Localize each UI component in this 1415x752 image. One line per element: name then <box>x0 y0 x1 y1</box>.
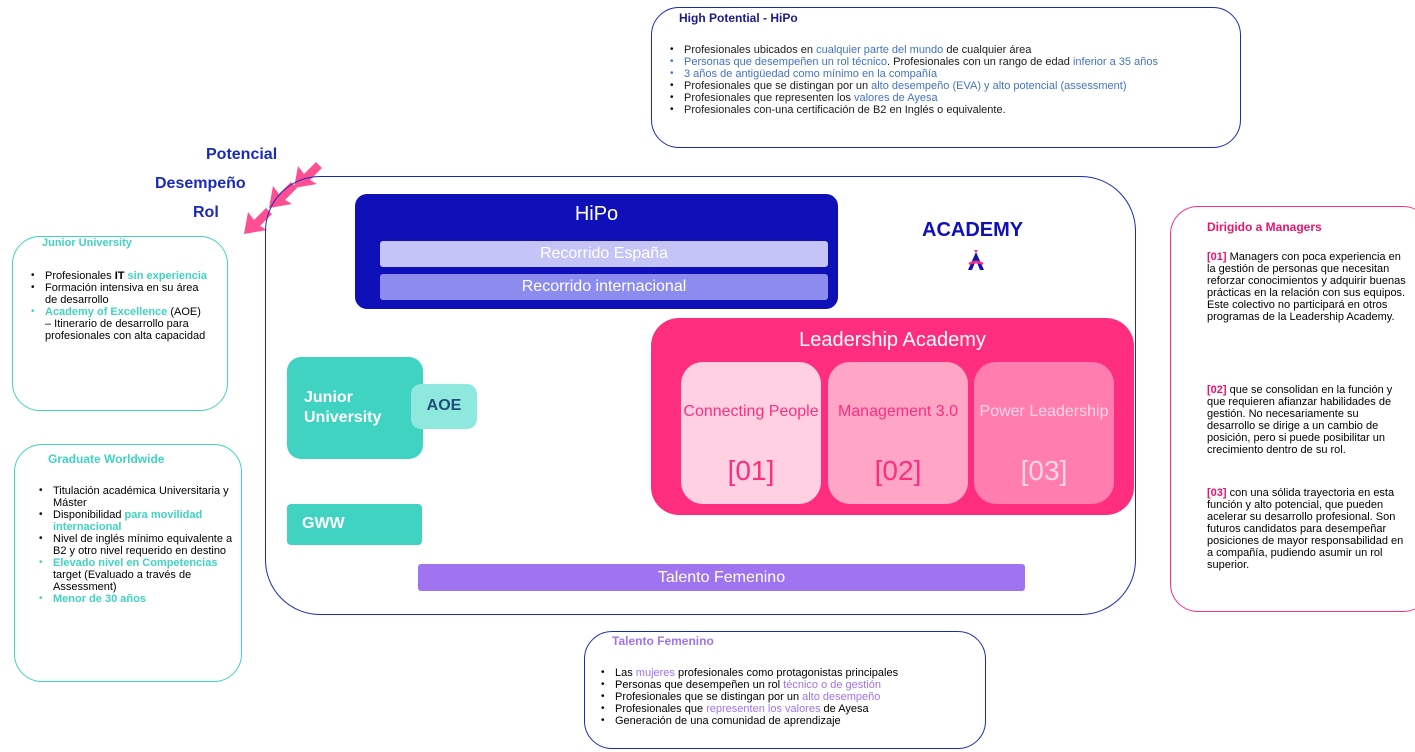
managers-text: Managers con poca experiencia en la gest… <box>1207 251 1406 323</box>
managers-text: que se consolidan en la función y que re… <box>1207 384 1393 456</box>
list-item: Nivel de inglés mínimo equivalente a B2 … <box>36 533 236 557</box>
managers-paragraph: [02] que se consolidan en la función y q… <box>1207 384 1407 456</box>
graduate-worldwide-box: Graduate Worldwide Titulación académica … <box>14 444 242 682</box>
list-item: Las mujeres profesionales como protagoni… <box>598 667 978 679</box>
aoe-label: AOE <box>426 397 462 414</box>
list-item: Profesionales IT sin experiencia <box>28 270 210 282</box>
hipo-criteria-box: High Potential - HiPo Profesionales ubic… <box>651 7 1241 148</box>
list-item: Profesionales ubicados en cualquier part… <box>667 44 1237 56</box>
card-connecting-people: Connecting People [01] <box>681 362 821 504</box>
hipo-criteria-list: Profesionales ubicados en cualquier part… <box>667 44 1237 116</box>
hipo-box-frame <box>651 7 1241 148</box>
hipo-panel-title: HiPo <box>574 203 619 225</box>
list-item: Elevado nivel en Competencias target (Ev… <box>36 557 236 593</box>
list-item: Profesionales con-una certificación de B… <box>667 104 1237 116</box>
card-name: Connecting People <box>683 403 819 420</box>
card-power-leadership: Power Leadership [03] <box>974 362 1114 504</box>
card-management: Management 3.0 [02] <box>828 362 968 504</box>
list-item: Generación de una comunidad de aprendiza… <box>598 715 978 727</box>
managers-box-title: Dirigido a Managers <box>1207 220 1322 234</box>
leadership-academy-title: Leadership Academy <box>799 329 986 351</box>
leadership-academy-panel: Leadership Academy Connecting People [01… <box>651 318 1134 515</box>
graduate-criteria-list: Titulación académica Universitaria y Más… <box>36 485 236 605</box>
hipo-panel: HiPo Recorrido España Recorrido internac… <box>355 194 838 309</box>
managers-box-frame <box>1170 206 1415 612</box>
junior-university-box: Junior University Profesionales IT sin e… <box>12 236 228 411</box>
managers-code: [03] <box>1207 487 1227 499</box>
list-item: Personas que desempeñen un rol técnico. … <box>667 56 1237 68</box>
managers-code: [02] <box>1207 384 1227 396</box>
talento-femenino-bar: Talento Femenino <box>418 564 1025 591</box>
graduate-box-frame <box>14 444 242 682</box>
list-item: Formación intensiva en su área de desarr… <box>28 282 210 306</box>
route-spain: Recorrido España <box>380 241 828 267</box>
card-name: Power Leadership <box>979 403 1109 420</box>
card-code: [01] <box>727 455 775 486</box>
list-item: Profesionales que representen los valore… <box>667 92 1237 104</box>
arrow-3 <box>244 208 272 234</box>
hipo-box-title: High Potential - HiPo <box>679 11 798 25</box>
list-item: Profesionales que representen los valore… <box>598 703 978 715</box>
card-name: Management 3.0 <box>837 403 959 420</box>
managers-box: Dirigido a Managers [01] Managers con po… <box>1170 206 1415 612</box>
academy-title: ACADEMY <box>922 219 1024 241</box>
talento-box-frame <box>584 631 986 749</box>
list-item: Profesionales que se distingan por un al… <box>667 80 1237 92</box>
talento-criteria-list: Las mujeres profesionales como protagoni… <box>598 667 978 727</box>
gww-panel: GWW <box>287 504 422 545</box>
academy-logo-icon <box>968 250 984 270</box>
label-rol: Rol <box>193 204 219 221</box>
list-item: Academy of Excellence (AOE) – Itinerario… <box>28 306 210 342</box>
talento-femenino-box: Talento Femenino Las mujeres profesional… <box>584 631 986 749</box>
graduate-box-title: Graduate Worldwide <box>48 452 165 466</box>
junior-university-panel: Junior University <box>287 357 423 459</box>
list-item: Titulación académica Universitaria y Más… <box>36 485 236 509</box>
junior-university-label: Junior University <box>304 389 382 426</box>
label-desempeno: Desempeño <box>155 175 246 192</box>
programs-frame <box>265 176 1136 615</box>
managers-paragraph: [01] Managers con poca experiencia en la… <box>1207 251 1407 323</box>
card-code: [03] <box>1020 455 1068 486</box>
junior-box-frame <box>12 236 228 411</box>
aoe-panel: AOE <box>411 384 477 429</box>
list-item: Disponibilidad para movilidad internacio… <box>36 509 236 533</box>
list-item: Profesionales que se distingan por un al… <box>598 691 978 703</box>
junior-criteria-list: Profesionales IT sin experienciaFormació… <box>28 270 210 342</box>
managers-paragraph: [03] con una sólida trayectoria en esta … <box>1207 487 1407 571</box>
list-item: Personas que desempeñen un rol técnico o… <box>598 679 978 691</box>
junior-box-title: Junior University <box>40 237 134 249</box>
talento-box-title: Talento Femenino <box>612 634 714 648</box>
managers-text: con una sólida trayectoria en esta funci… <box>1207 487 1404 571</box>
card-code: [02] <box>874 455 922 486</box>
route-international: Recorrido internacional <box>380 274 828 300</box>
managers-code: [01] <box>1207 251 1227 263</box>
list-item: 3 años de antigüedad como mínimo en la c… <box>667 68 1237 80</box>
gww-label: GWW <box>302 515 345 532</box>
label-potencial: Potencial <box>206 146 278 163</box>
list-item: Menor de 30 años <box>36 593 236 605</box>
